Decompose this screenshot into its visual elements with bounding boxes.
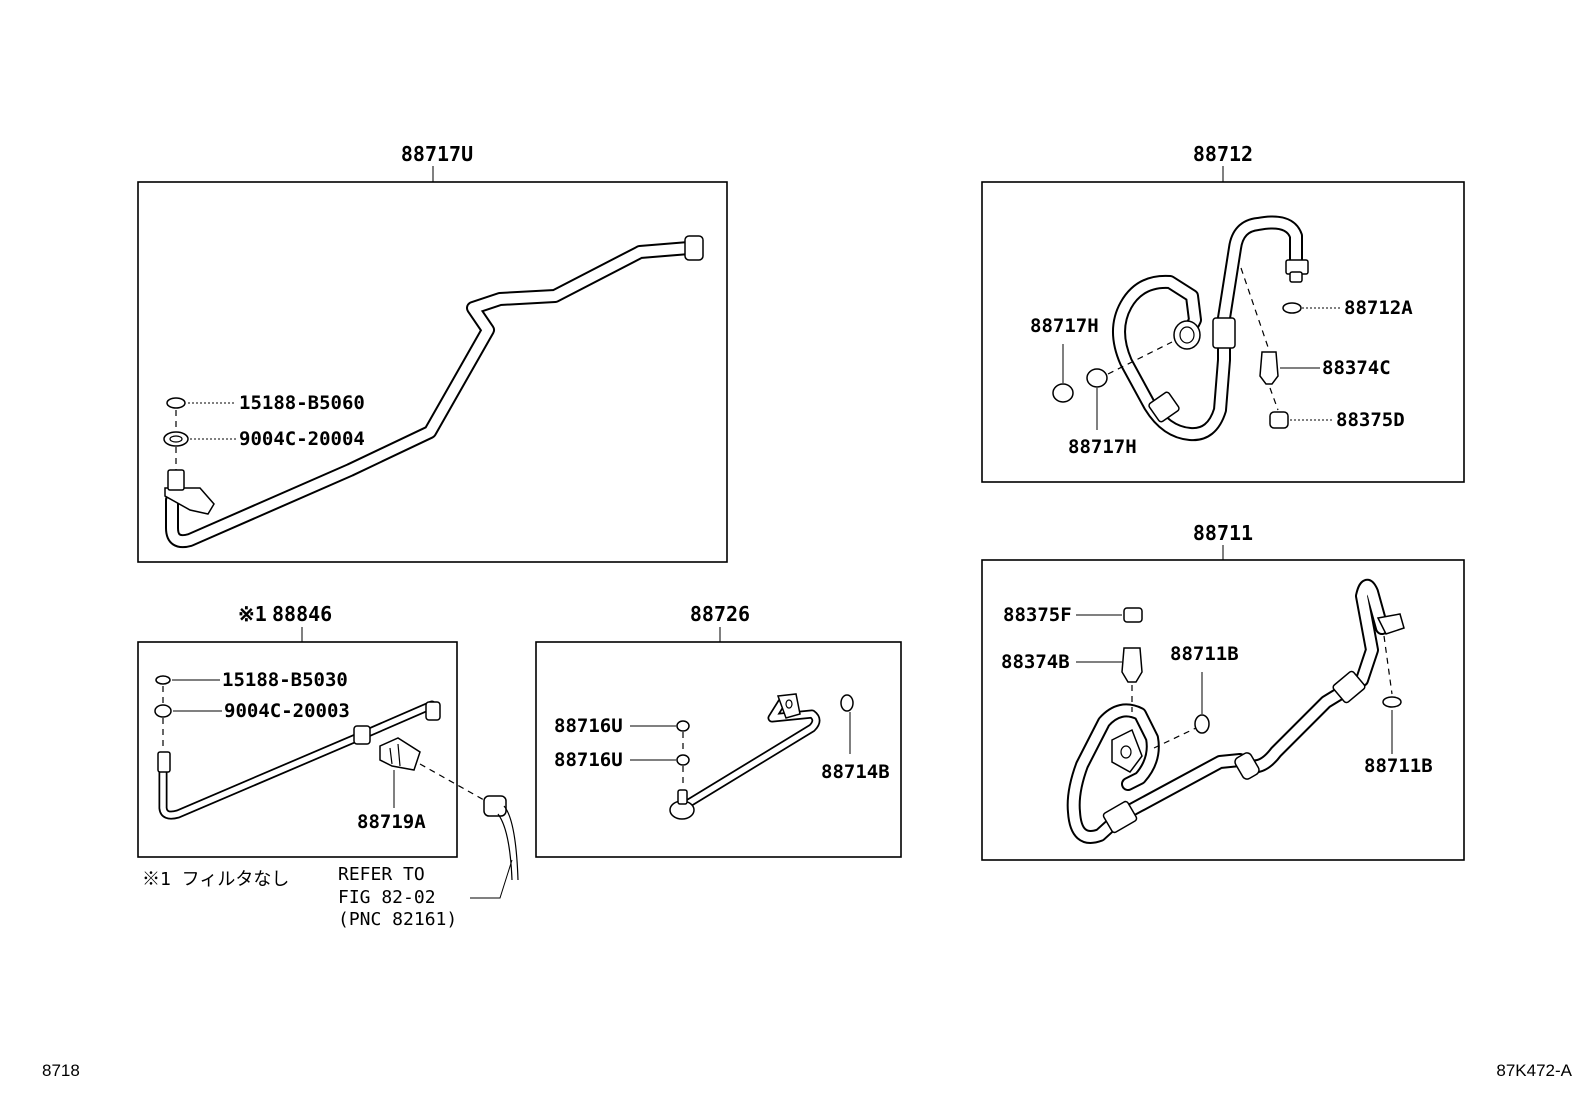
group-88846: ※1 88846 15188-B5030 9004C-20003 88719A (137, 602, 458, 858)
pipe-sleeve (1212, 317, 1236, 349)
part-label-88714B: 88714B (821, 761, 890, 783)
group-88717U: 88717U 15188-B5060 9004C-20004 (137, 142, 728, 563)
part-label-88716U-bottom: 88716U (554, 749, 623, 771)
group-title-88726: 88726 (690, 602, 750, 626)
o-ring-88711B-right (1382, 696, 1402, 708)
group-frame (981, 559, 1465, 861)
group-title-88846: 88846 (272, 602, 332, 626)
pipe-end-block (1376, 613, 1405, 635)
pipe-block (1111, 728, 1143, 773)
part-label-15188-B5030: 15188-B5030 (222, 669, 348, 691)
part-label-88719A: 88719A (357, 811, 426, 833)
pressure-switch-88719A (379, 737, 421, 771)
o-ring-88711B-mid (1194, 714, 1210, 734)
part-label-9004C-20003: 9004C-20003 (224, 700, 350, 722)
pipe-sleeve (1332, 670, 1366, 704)
o-ring-9004C-20004 (163, 431, 189, 447)
pipe-stud (157, 751, 171, 773)
group-88726: 88726 88716U 88716U 88714B (535, 602, 902, 858)
o-ring-88712A (1282, 302, 1302, 314)
refer-line-1: REFER TO (338, 864, 425, 885)
connector-outside (419, 763, 519, 899)
part-label-88374C: 88374C (1322, 357, 1391, 379)
pipe-sleeve (1148, 391, 1180, 423)
group-frame (137, 181, 728, 563)
group-frame (137, 641, 458, 858)
pipe-clamp (353, 725, 371, 745)
service-valve-88374B (1121, 647, 1143, 683)
pipe-fitting (1173, 320, 1201, 350)
refer-line-2: FIG 82-02 (338, 887, 436, 908)
pipe-end-fitting (684, 235, 704, 261)
flange-block (164, 487, 215, 515)
refer-line-3: (PNC 82161) (338, 909, 457, 930)
group-88712: 88712 88712A 88717H 88374C 88375D (981, 142, 1465, 483)
o-ring-15188-B5030 (155, 675, 171, 685)
part-label-88717H-bottom: 88717H (1068, 436, 1137, 458)
o-ring-88717H-left (1052, 383, 1074, 403)
page-code-right: 87K472-A (1496, 1061, 1572, 1080)
part-label-88711B-mid: 88711B (1170, 643, 1239, 665)
notes: ※1 フィルタなし REFER TO FIG 82-02 (PNC 82161) (142, 864, 457, 930)
group-title-88712: 88712 (1193, 142, 1253, 166)
part-label-88374B: 88374B (1001, 651, 1070, 673)
part-label-88717H-top: 88717H (1030, 315, 1099, 337)
part-label-88716U-top: 88716U (554, 715, 623, 737)
part-label-88375F: 88375F (1003, 604, 1072, 626)
group-title-88711: 88711 (1193, 521, 1253, 545)
group-88711: 88711 88375F 88374B 88711B 88711B (981, 521, 1465, 861)
group-title-88717U: 88717U (401, 142, 473, 166)
pipe-end-block (776, 693, 801, 719)
o-ring-88717H-right (1086, 368, 1108, 388)
wire-connector (483, 795, 507, 817)
cap-88375D (1269, 411, 1289, 429)
o-ring-15188-B5060 (166, 397, 186, 409)
group-title-mark: ※1 (238, 602, 267, 626)
part-label-88711B-right: 88711B (1364, 755, 1433, 777)
wire-harness (503, 805, 519, 881)
o-ring-88716U-top (676, 720, 690, 732)
pipe-end-fitting (425, 701, 441, 721)
part-label-9004C-20004: 9004C-20004 (239, 428, 365, 450)
part-label-15188-B5060: 15188-B5060 (239, 392, 365, 414)
group-frame (535, 641, 902, 858)
pipe-sleeve (1234, 752, 1260, 780)
part-label-88712A: 88712A (1344, 297, 1413, 319)
o-ring-88714B (840, 694, 854, 712)
flange-stud (167, 469, 185, 491)
service-valve-88374C (1259, 351, 1279, 385)
cap-88375F (1123, 607, 1143, 623)
refer-leader (470, 859, 513, 899)
group-frame (981, 181, 1465, 483)
o-ring-9004C-20003 (154, 704, 172, 718)
page-code-left: 8718 (42, 1061, 80, 1080)
part-label-88375D: 88375D (1336, 409, 1405, 431)
pipe-sleeve (1102, 800, 1138, 834)
o-ring-88716U-bottom (676, 754, 690, 766)
footnote: ※1 フィルタなし (142, 869, 289, 890)
